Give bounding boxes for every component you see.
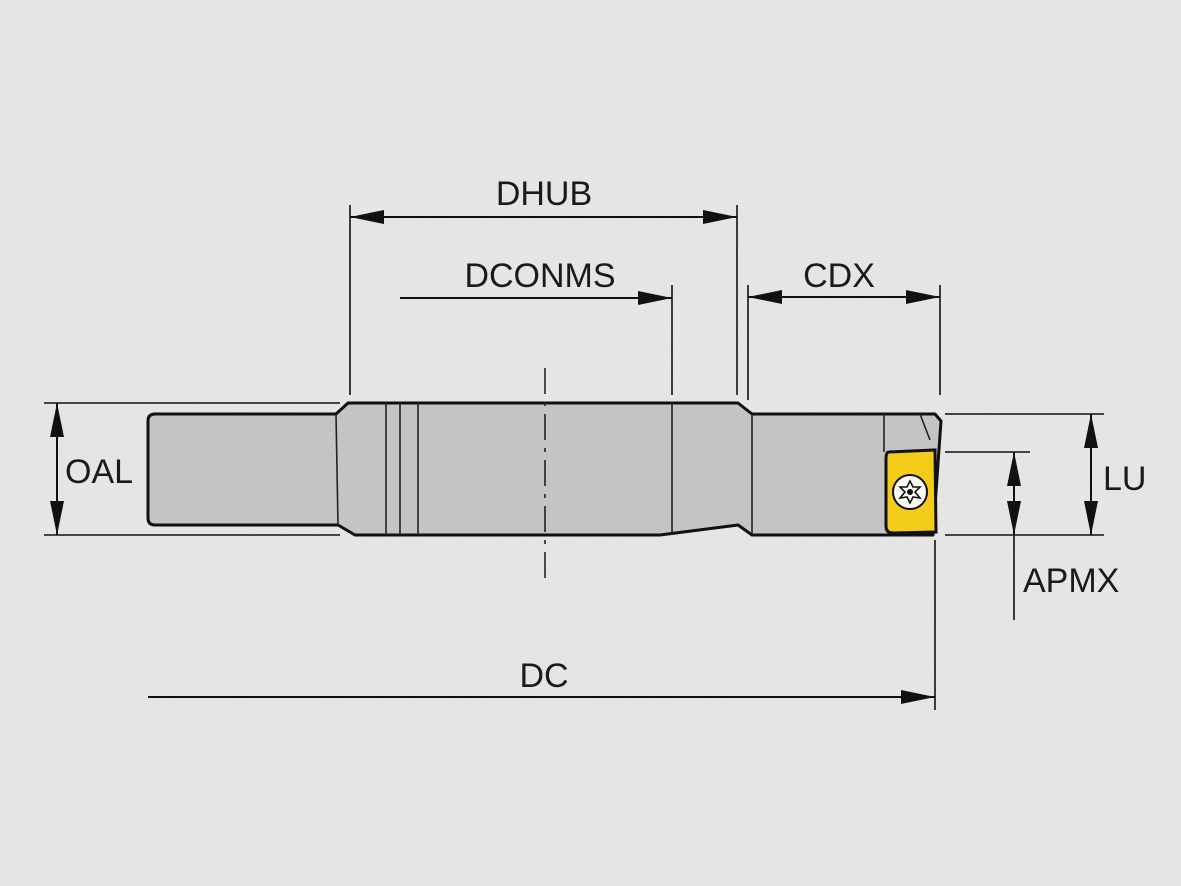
cutting-insert <box>884 448 938 535</box>
hub-step-left-upper <box>335 413 339 526</box>
oal-label: OAL <box>65 453 133 491</box>
dconms-dimension: DCONMS <box>400 257 672 305</box>
chamfer-line <box>919 413 931 441</box>
dhub-dimension: DHUB <box>350 175 737 224</box>
dc-label: DC <box>519 657 568 695</box>
lu-label: LU <box>1103 460 1146 498</box>
oal-dimension: OAL <box>50 403 133 535</box>
cdx-label: CDX <box>803 257 875 295</box>
apmx-label: APMX <box>1023 562 1119 600</box>
dconms-label: DCONMS <box>464 257 615 295</box>
dhub-label: DHUB <box>496 175 592 213</box>
extension-lines <box>44 205 1104 710</box>
cdx-dimension: CDX <box>748 257 940 304</box>
apmx-dimension: APMX <box>1007 452 1119 600</box>
dc-dimension: DC <box>148 657 935 704</box>
lu-dimension: LU <box>1084 414 1146 535</box>
